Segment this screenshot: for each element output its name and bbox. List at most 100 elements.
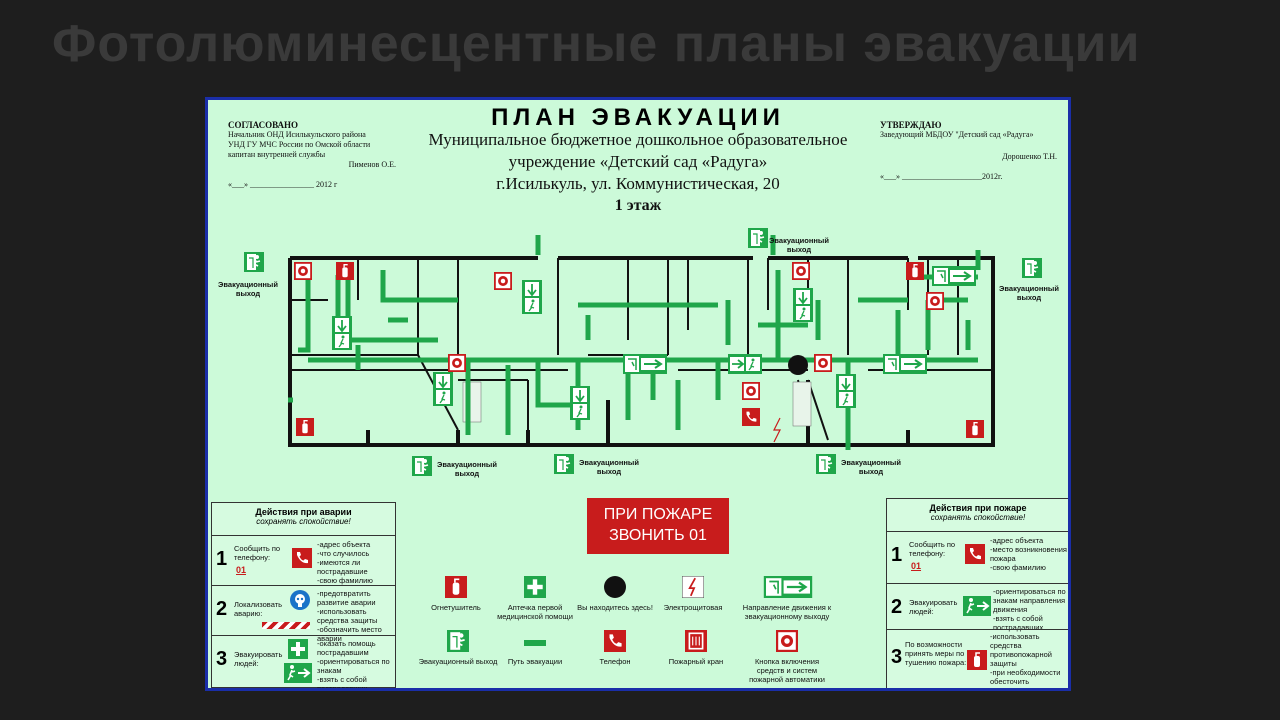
- fire-step-2: 2 Эвакуировать людей: -ориентироваться п…: [887, 583, 1068, 632]
- fire-call-line2: ЗВОНИТЬ 01: [609, 527, 707, 544]
- you-are-here-icon: [604, 576, 626, 598]
- plan-title: ПЛАН ЭВАКУАЦИИ: [491, 104, 785, 131]
- phone-icon: [292, 548, 312, 568]
- fire-button-icon: [814, 354, 832, 372]
- evacuation-plan: ПЛАН ЭВАКУАЦИИ Муниципальное бюджетное д…: [205, 97, 1071, 691]
- extinguisher-icon: [336, 262, 354, 280]
- evac-direction-icon: [836, 374, 856, 408]
- exit-icon: [554, 454, 574, 474]
- extinguisher-icon: [967, 650, 987, 670]
- fire-button-icon: [792, 262, 810, 280]
- phone-icon: [604, 630, 626, 652]
- evac-direction-icon: [570, 386, 590, 420]
- evac-direction-icon: [332, 316, 352, 350]
- gas-mask-icon: [290, 590, 310, 610]
- evac-path-icon: [524, 640, 546, 646]
- phone-icon: [742, 408, 760, 426]
- accident-box-title: Действия при аварии: [255, 507, 352, 517]
- accident-step1-phone: 01: [236, 565, 247, 575]
- exit-icon: [447, 630, 469, 652]
- first-aid-icon: [288, 639, 308, 659]
- extinguisher-icon: [445, 576, 467, 598]
- hazard-stripe: [262, 622, 310, 629]
- legend-path: Путь эвакуации: [507, 657, 563, 666]
- approval-left-name: Пименов О.Е.: [348, 160, 396, 169]
- legend-first-aid: Аптечка первой медицинской помощи: [497, 603, 573, 621]
- accident-step-1: 1 Сообщить по телефону: 01 -адрес объект…: [212, 535, 395, 586]
- legend-exit: Эвакуационный выход: [418, 657, 498, 666]
- accident-step-3: 3 Эвакуировать людей: -оказать помощь по…: [212, 635, 395, 691]
- floor-plan: [288, 235, 995, 450]
- evac-direction-icon: [930, 266, 978, 286]
- evacuate-icon: [284, 663, 312, 683]
- accident-step3-text: -оказать помощь пострадавшим -ориентиров…: [317, 639, 390, 691]
- fire-step3-label: По возможности принять меры по тушению п…: [905, 640, 967, 667]
- approval-right-name: Дорошенко Т.Н.: [1002, 152, 1057, 161]
- address: г.Исилькуль, ул. Коммунистическая, 20: [496, 174, 780, 193]
- fire-button-icon: [926, 292, 944, 310]
- accident-box-subtitle: сохранять спокойствие!: [256, 517, 351, 526]
- floor-label: 1 этаж: [614, 197, 662, 214]
- fire-actions-box: Действия при пожаре сохранять спокойстви…: [886, 498, 1068, 691]
- approval-left-line2: УНД ГУ МЧС России по Омской области: [228, 140, 371, 149]
- fire-step-1: 1 Сообщить по телефону: 01 -адрес объект…: [887, 531, 1068, 584]
- fire-step1-text: -адрес объекта -место возникновения пожа…: [990, 536, 1067, 572]
- fire-call-banner: ПРИ ПОЖАРЕ ЗВОНИТЬ 01: [587, 498, 729, 554]
- approval-right-line1: Заведующий МБДОУ "Детский сад «Радуга»: [880, 130, 1034, 139]
- evacuate-icon: [963, 596, 991, 616]
- approval-left-heading: СОГЛАСОВАНО: [228, 120, 299, 130]
- evac-direction-icon: [620, 354, 670, 374]
- approval-left-date: «___» ________________ 2012 г: [228, 180, 338, 189]
- accident-step2-text: -предотвратить развитие аварии -использо…: [317, 589, 382, 643]
- accident-actions-box: Действия при аварии сохранять спокойстви…: [211, 502, 396, 688]
- legend-hydrant: Пожарный кран: [668, 657, 724, 666]
- evac-direction-icon: [793, 288, 813, 322]
- fire-box-title: Действия при пожаре: [929, 503, 1027, 513]
- approval-right: УТВЕРЖДАЮ Заведующий МБДОУ "Детский сад …: [880, 120, 1065, 182]
- evac-direction-icon: [522, 280, 542, 314]
- evac-direction-icon: [880, 354, 930, 374]
- evac-direction-icon: [433, 372, 453, 406]
- org-name-line2: учреждение «Детский сад «Радуга»: [508, 152, 768, 171]
- accident-step1-text: -адрес объекта -что случилось -имеются л…: [317, 540, 373, 585]
- approval-right-heading: УТВЕРЖДАЮ: [880, 120, 942, 130]
- fire-hydrant-icon: [685, 630, 707, 652]
- approval-left-line3: капитан внутренней службы: [228, 150, 326, 159]
- fire-call-line1: ПРИ ПОЖАРЕ: [603, 506, 713, 523]
- exit-icon: [412, 456, 432, 476]
- legend-extinguisher: Огнетушитель: [431, 603, 481, 612]
- extinguisher-icon: [966, 420, 984, 438]
- fire-step3-text: -использовать средства противопожарной з…: [990, 632, 1061, 691]
- fire-step2-label: Эвакуировать людей:: [909, 598, 958, 616]
- fire-button-icon: [448, 354, 466, 372]
- org-name-line1: Муниципальное бюджетное дошкольное образ…: [428, 130, 848, 149]
- accident-step3-label: Эвакуировать людей:: [234, 650, 283, 668]
- fire-step1-label: Сообщить по телефону:: [909, 540, 956, 558]
- legend-phone: Телефон: [599, 657, 631, 666]
- approval-left: СОГЛАСОВАНО Начальник ОНД Исилькульского…: [228, 120, 408, 190]
- fire-step2-text: -ориентироваться по знакам направления д…: [993, 587, 1066, 632]
- evac-direction-icon: [728, 354, 762, 374]
- electric-panel-icon: [682, 576, 704, 598]
- approval-left-line1: Начальник ОНД Исилькульского района: [228, 130, 366, 139]
- accident-step1-label: Сообщить по телефону:: [234, 544, 281, 562]
- exit-icon: [1022, 258, 1042, 278]
- fire-step-3: 3 По возможности принять меры по тушению…: [887, 629, 1068, 691]
- legend-you-are-here: Вы находитесь здесь!: [577, 603, 653, 612]
- extinguisher-icon: [906, 262, 924, 280]
- legend-direction: Направление движения к эвакуационному вы…: [742, 603, 832, 621]
- direction-arrow-icon: [763, 576, 813, 598]
- first-aid-icon: [524, 576, 546, 598]
- fire-button-icon: [494, 272, 512, 290]
- accident-step2-label: Локализовать аварию:: [234, 600, 283, 618]
- extinguisher-icon: [296, 418, 314, 436]
- page-heading: Фотолюминесцентные планы эвакуации: [52, 15, 1141, 73]
- fire-button-icon: [294, 262, 312, 280]
- exit-icon: [244, 252, 264, 272]
